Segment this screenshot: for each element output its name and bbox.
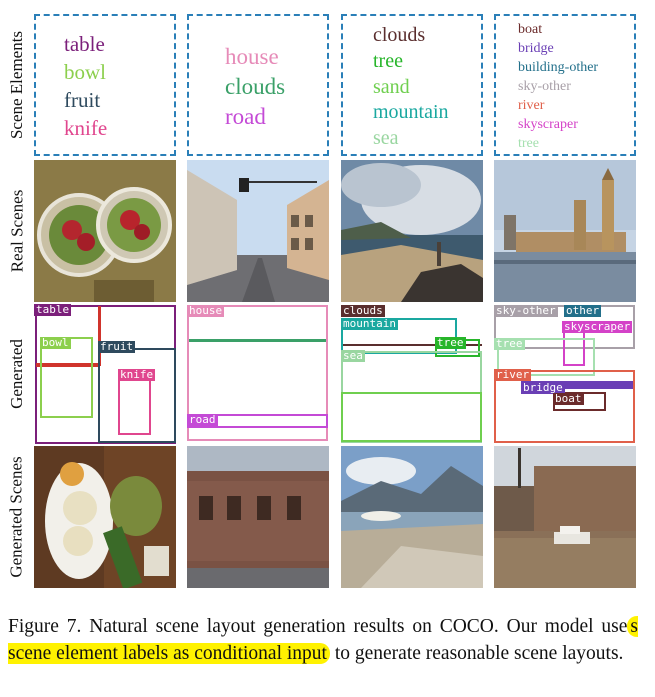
layout-tag-tree: tree <box>435 336 466 349</box>
layout-box-fruit <box>98 348 176 443</box>
generated-scene-street <box>187 446 329 588</box>
element-label: boat <box>518 22 543 37</box>
element-label: road <box>225 104 266 129</box>
element-label: sea <box>373 127 399 149</box>
layout-box-bridge <box>521 381 633 389</box>
generated-layout-4: sky-other other skyscraper tree river br… <box>494 304 636 444</box>
layout-tag-clouds: clouds <box>341 304 385 317</box>
layout-box-sand <box>341 392 482 442</box>
element-label: tree <box>518 136 539 151</box>
element-label: clouds <box>225 74 286 99</box>
caption-text: Figure 7. Natural scene layout generatio… <box>8 616 628 637</box>
layout-box-clouds <box>189 339 326 342</box>
layout-tag-table: table <box>34 303 72 316</box>
element-label: clouds <box>373 24 426 46</box>
layout-tag-fruit: fruit <box>98 340 136 353</box>
layout-tag-skyscraper: skyscraper <box>562 320 633 333</box>
layout-box-house <box>187 305 328 441</box>
element-label: tree <box>373 50 403 72</box>
scene-elements-box-2: house clouds road <box>187 14 329 156</box>
layout-tag-bridge: bridge <box>521 381 565 394</box>
real-scene-london <box>494 160 636 302</box>
layout-box-clouds <box>341 306 482 346</box>
layout-tag-river: river <box>494 368 532 381</box>
generated-scene-coast <box>341 446 483 588</box>
generated-layout-1: table bowl fruit knife <box>34 304 176 444</box>
layout-tag-sea: sea <box>341 349 365 362</box>
element-label: house <box>225 44 279 69</box>
element-label: bowl <box>64 60 106 84</box>
row-label-scene-elements: Scene Elements <box>7 30 27 140</box>
row-label-generated-scenes: Generated Scenes <box>7 456 26 578</box>
scene-elements-box-4: boat bridge building-other sky-other riv… <box>494 14 636 156</box>
scene-elements-box-3: clouds tree sand mountain sea <box>341 14 483 156</box>
element-label: building-other <box>518 60 599 75</box>
generated-scene-river <box>494 446 636 588</box>
caption-text-end: to generate reasonable scene layouts. <box>329 643 624 664</box>
generated-layout-2: house road <box>187 304 329 444</box>
layout-tag-boat: boat <box>553 392 584 405</box>
layout-box-unlabeled <box>98 306 101 366</box>
element-label: knife <box>64 116 108 140</box>
layout-tag-mountain: mountain <box>341 317 398 330</box>
layout-box-knife <box>118 379 151 435</box>
element-label: fruit <box>64 88 101 112</box>
generated-layout-3: clouds mountain tree sea <box>341 304 483 444</box>
layout-tag-road: road <box>187 413 218 426</box>
real-scene-food <box>34 160 176 302</box>
real-scene-coast <box>341 160 483 302</box>
figure-caption: Figure 7. Natural scene layout generatio… <box>8 613 638 667</box>
element-label: skyscraper <box>518 117 578 132</box>
layout-box-bowl <box>40 337 93 418</box>
element-label: sand <box>373 76 410 98</box>
layout-tag-house: house <box>187 304 225 317</box>
row-label-real-scenes: Real Scenes <box>7 189 27 273</box>
element-label: sky-other <box>518 79 571 94</box>
layout-box-tree <box>497 338 595 376</box>
scene-elements-box-1: table bowl fruit knife <box>34 14 176 156</box>
element-label: mountain <box>373 101 449 123</box>
element-label: bridge <box>518 41 554 56</box>
layout-tag-bowl: bowl <box>40 336 71 349</box>
layout-box-river <box>494 370 635 443</box>
layout-box-mountain <box>341 318 457 354</box>
layout-tag-knife: knife <box>118 368 156 381</box>
element-label: table <box>64 32 105 56</box>
element-label: river <box>518 98 545 113</box>
generated-scene-food <box>34 446 176 588</box>
layout-box-unlabeled <box>36 363 100 367</box>
layout-tag-other: other <box>564 304 602 317</box>
layout-tag-sky-other: sky-other <box>494 304 558 317</box>
row-label-generated: Generated <box>7 339 26 409</box>
real-scene-street <box>187 160 329 302</box>
layout-tag-tree: tree <box>494 337 525 350</box>
